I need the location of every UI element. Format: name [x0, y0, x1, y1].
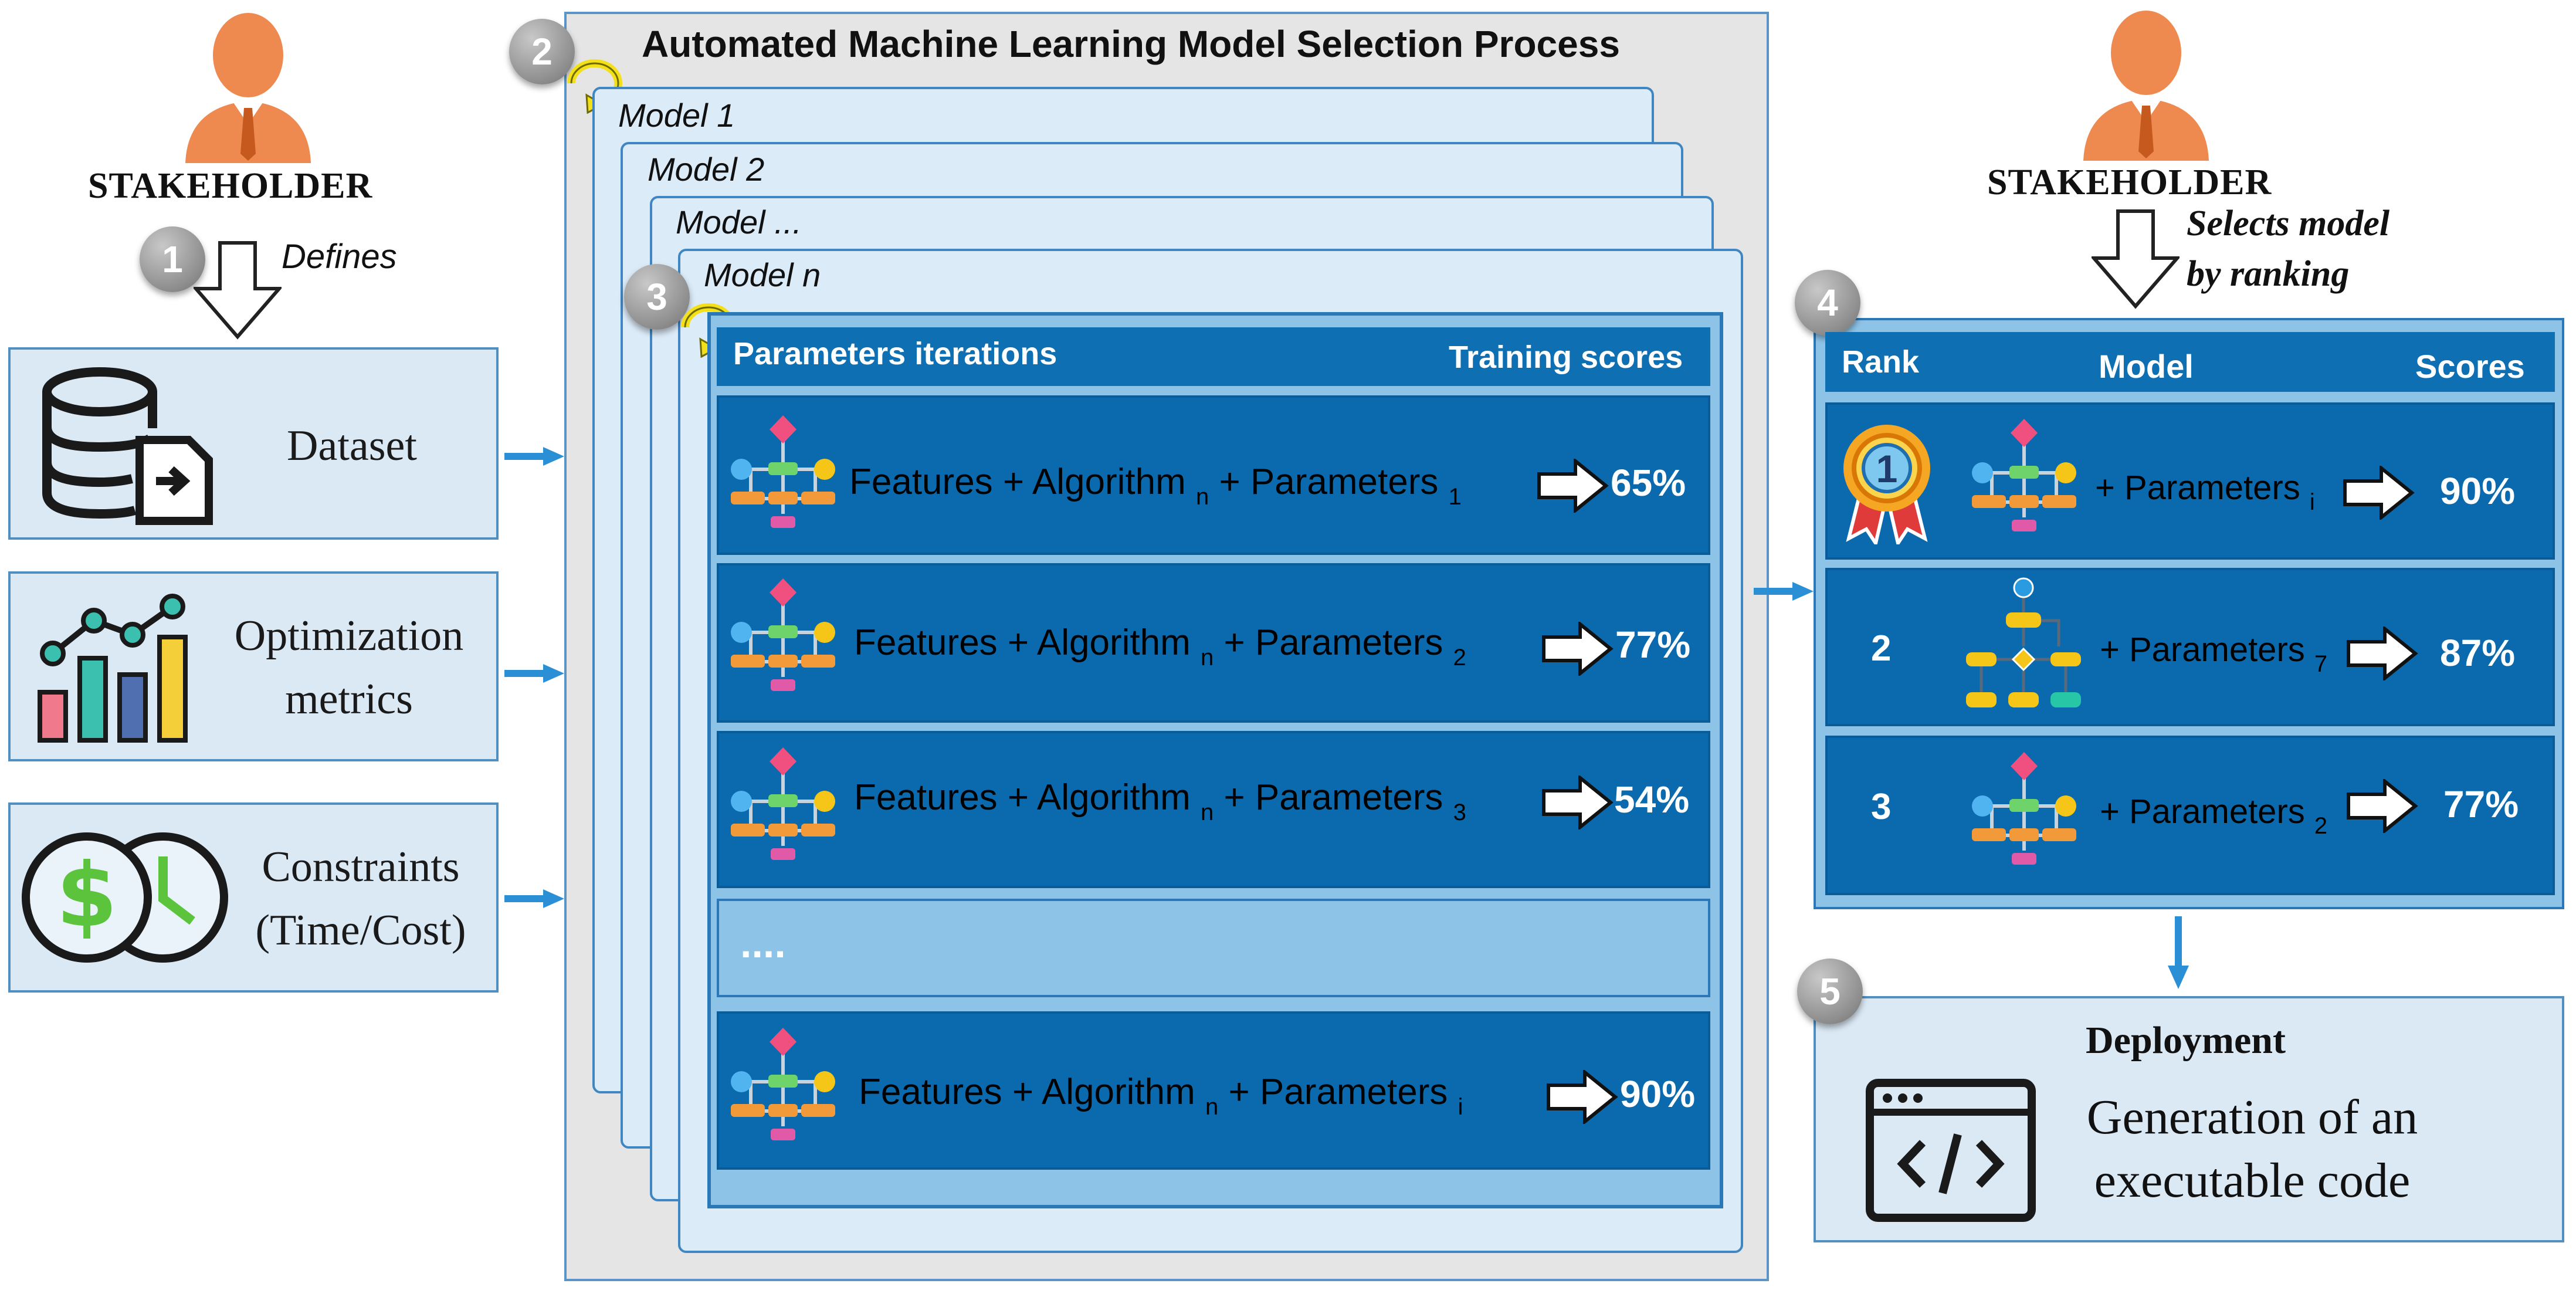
ranking-row-1 [1825, 402, 2555, 560]
optimization-label-line2: metrics [285, 675, 413, 723]
stakeholder-label-left: STAKEHOLDER [88, 166, 373, 206]
deployment-title: Deployment [2086, 1019, 2286, 1062]
selects-model-line1: Selects model [2187, 204, 2390, 243]
header-parameters-iterations: Parameters iterations [733, 336, 1057, 371]
defines-label: Defines [282, 238, 397, 276]
arrow-constraints-to-process [504, 889, 564, 908]
right-arrow-icon [2347, 779, 2418, 833]
ranking-row-2 [1825, 568, 2555, 726]
row-1-score: 65% [1611, 462, 1686, 504]
step-badge-1: 1 [140, 226, 205, 292]
model-card-1-label: Model 1 [618, 97, 735, 134]
row-i-score: 90% [1620, 1073, 1696, 1115]
stakeholder-person-icon [2083, 11, 2209, 161]
step-badge-3: 3 [624, 264, 690, 330]
stakeholder-person-icon [185, 13, 311, 163]
flowchart-icon [731, 1028, 835, 1140]
iterations-header [717, 327, 1710, 386]
deployment-line2: executable code [2094, 1153, 2411, 1208]
header-model: Model [2099, 348, 2194, 385]
down-arrow-icon [194, 241, 282, 340]
row-2-score: 77% [1615, 624, 1691, 666]
flowchart-icon [731, 415, 835, 528]
header-scores: Scores [2415, 348, 2525, 385]
ranking-row-2-rank: 2 [1871, 628, 1892, 669]
stakeholder-label-right: STAKEHOLDER [1987, 162, 2272, 202]
ranking-row-2-text: + Parameters 7 [2100, 631, 2328, 677]
flowchart-icon [1972, 752, 2076, 865]
svg-text:$: $ [56, 845, 117, 947]
step-badge-2: 2 [509, 19, 575, 84]
bar-chart-icon [38, 594, 188, 743]
ellipsis-text: .... [740, 920, 786, 966]
step-badge-5: 5 [1797, 959, 1863, 1024]
arrow-dataset-to-process [504, 447, 564, 466]
code-window-icon [1866, 1079, 2036, 1222]
header-rank: Rank [1842, 344, 1920, 380]
arrow-ranking-to-deployment [2168, 916, 2189, 989]
database-icon [42, 367, 213, 525]
arrow-metrics-to-process [504, 664, 564, 683]
flowchart-icon [731, 747, 835, 860]
model-card-n-label: Model n [704, 256, 821, 293]
right-arrow-icon [2347, 627, 2418, 680]
arrow-process-to-ranking [1754, 582, 1814, 601]
ranking-row-3-score: 77% [2443, 783, 2519, 825]
ranking-row-1-score: 90% [2440, 470, 2516, 512]
constraints-label-line2: (Time/Cost) [255, 906, 466, 954]
right-arrow-icon [1542, 776, 1614, 829]
right-arrow-icon [2343, 466, 2415, 520]
ranking-row-2-score: 87% [2440, 632, 2516, 674]
ranking-row-3 [1825, 736, 2555, 895]
medal-rank-text: 1 [1876, 447, 1898, 490]
header-training-scores: Training scores [1449, 340, 1683, 375]
ranking-row-1-text: + Parameters i [2095, 469, 2315, 515]
iteration-row-i [717, 1011, 1710, 1170]
ranking-header [1825, 332, 2555, 392]
right-arrow-icon [1542, 622, 1614, 676]
model-card-3-label: Model ... [676, 204, 802, 241]
row-2-text: Features + Algorithm n + Parameters 2 [854, 622, 1466, 670]
iteration-row-ellipsis: .... [717, 899, 1710, 997]
right-arrow-icon [1537, 459, 1609, 513]
deployment-line1: Generation of an [2086, 1090, 2418, 1144]
model-card-2-label: Model 2 [648, 151, 765, 188]
row-3-score: 54% [1614, 778, 1690, 821]
dataset-label: Dataset [287, 422, 417, 470]
ranking-row-3-rank: 3 [1871, 787, 1892, 827]
decision-flowchart-icon [1966, 577, 2081, 707]
money-clock-icon: $ [22, 832, 228, 963]
row-i-text: Features + Algorithm n + Parameters i [859, 1072, 1463, 1120]
row-3-text: Features + Algorithm n + Parameters 3 [854, 777, 1466, 825]
optimization-label-line1: Optimization [234, 612, 464, 660]
flowchart-icon [1972, 419, 2076, 531]
first-place-medal-icon: 1 [1843, 425, 1930, 544]
step-badge-4: 4 [1795, 270, 1860, 336]
flowchart-icon [731, 578, 835, 691]
deployment-box [1814, 996, 2564, 1242]
down-arrow-icon [2092, 209, 2180, 309]
ranking-row-3-text: + Parameters 2 [2100, 793, 2328, 839]
row-1-text: Features + Algorithm n + Parameters 1 [849, 462, 1462, 510]
selects-model-line2: by ranking [2187, 254, 2350, 294]
selection-process-title: Automated Machine Learning Model Selecti… [642, 23, 1620, 65]
constraints-label-line1: Constraints [262, 843, 460, 891]
right-arrow-icon [1547, 1070, 1618, 1124]
